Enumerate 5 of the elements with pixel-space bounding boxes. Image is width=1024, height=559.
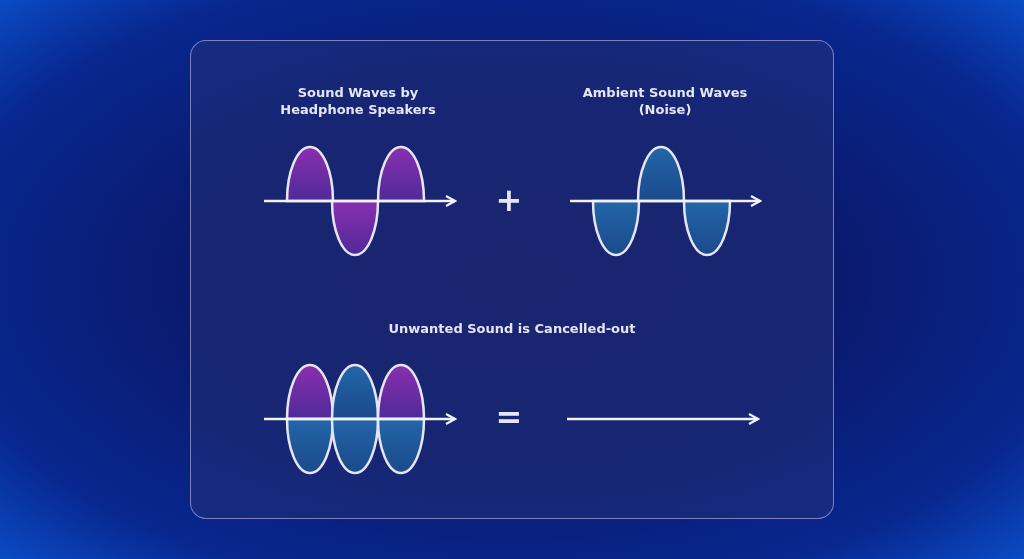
result-caption: Unwanted Sound is Cancelled-out [387, 320, 637, 337]
wave-caption: Sound Waves by Headphone Speakers [279, 84, 437, 118]
wave-caption: Ambient Sound Waves (Noise) [581, 84, 749, 118]
plus-sign: + [494, 184, 524, 216]
equals-sign: = [494, 401, 524, 433]
